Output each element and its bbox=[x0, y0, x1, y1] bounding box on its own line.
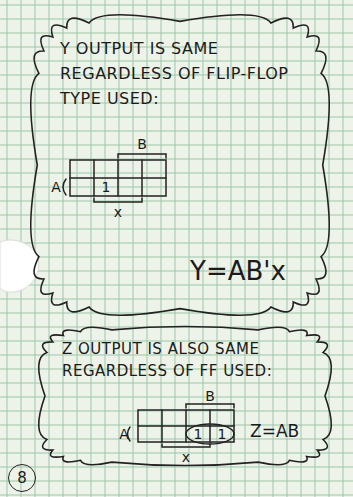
kmap-label: B bbox=[205, 389, 215, 403]
cloud-outline bbox=[39, 326, 332, 465]
boolean-expression: Z=AB bbox=[250, 420, 299, 442]
kmap-label: B bbox=[137, 137, 147, 151]
boolean-expression: Y=AB'x bbox=[190, 256, 286, 286]
grouping-loop bbox=[186, 424, 234, 444]
variable-bracket bbox=[186, 404, 234, 408]
thought-cloud: Z OUTPUT IS ALSO SAME REGARDLESS OF FF U… bbox=[28, 320, 342, 472]
variable-bracket bbox=[118, 154, 166, 158]
note-text: Y OUTPUT IS SAME REGARDLESS OF FLIP-FLOP… bbox=[60, 36, 300, 111]
kmap-label: x bbox=[182, 450, 190, 464]
cloud-outline bbox=[31, 15, 330, 315]
page-number-circle: 8 bbox=[8, 464, 36, 492]
kmap-label: 1 bbox=[194, 427, 203, 441]
variable-bracket bbox=[63, 179, 66, 195]
kmap-label: A bbox=[51, 180, 61, 194]
page-number: 8 bbox=[17, 471, 27, 486]
kmap-label: 1 bbox=[218, 427, 227, 441]
kmap-label: 1 bbox=[102, 180, 111, 194]
kmap-grid bbox=[70, 160, 166, 196]
kmap-grid bbox=[138, 410, 234, 442]
kmap-label: A bbox=[119, 427, 129, 441]
kmap-label: x bbox=[114, 205, 122, 219]
variable-bracket bbox=[162, 444, 210, 447]
note-text: Z OUTPUT IS ALSO SAME REGARDLESS OF FF U… bbox=[62, 338, 302, 382]
variable-bracket bbox=[94, 198, 142, 202]
thought-cloud: Y OUTPUT IS SAME REGARDLESS OF FLIP-FLOP… bbox=[20, 4, 340, 326]
